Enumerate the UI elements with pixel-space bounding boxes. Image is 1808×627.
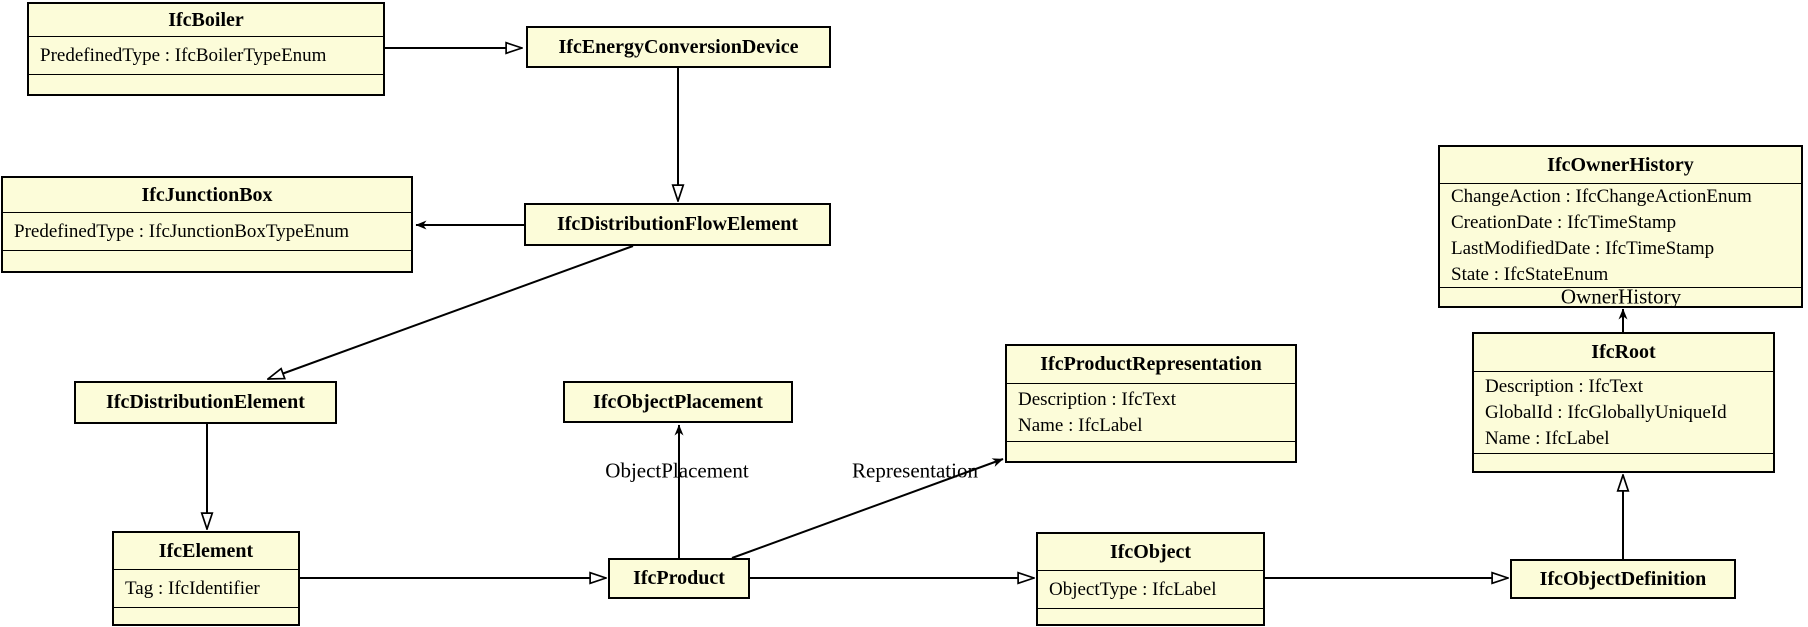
class-ifcdistributionelement: IfcDistributionElement [74,381,337,424]
class-attribute: Tag : IfcIdentifier [125,577,260,599]
empty-compartment [1474,454,1773,471]
empty-compartment [1038,609,1263,624]
class-ifcroot: IfcRoot Description : IfcText GlobalId :… [1472,332,1775,473]
edge-label-representation: Representation [852,458,978,483]
class-ifcobjectdefinition: IfcObjectDefinition [1510,559,1736,599]
class-title: IfcProductRepresentation [1007,346,1295,384]
empty-compartment [3,251,411,271]
class-ifcjunctionbox: IfcJunctionBox PredefinedType : IfcJunct… [1,176,413,273]
class-attribute: PredefinedType : IfcBoilerTypeEnum [40,44,327,66]
class-ifcobjectplacement: IfcObjectPlacement [563,381,793,423]
class-attribute: Name : IfcLabel [1485,427,1610,449]
class-ifcelement: IfcElement Tag : IfcIdentifier [112,531,300,626]
class-attribute: State : IfcStateEnum [1451,263,1609,285]
class-title: IfcProduct [633,567,725,589]
class-ifcobject: IfcObject ObjectType : IfcLabel [1036,532,1265,626]
class-title: IfcObjectPlacement [593,390,763,413]
class-title: IfcBoiler [29,4,383,37]
class-title: IfcOwnerHistory [1440,147,1801,184]
class-attribute: GlobalId : IfcGloballyUniqueId [1485,401,1727,423]
empty-compartment [114,608,298,624]
edge-label-objectplacement: ObjectPlacement [605,458,749,483]
class-attribute: CreationDate : IfcTimeStamp [1451,211,1677,233]
class-title: IfcDistributionFlowElement [556,213,799,235]
class-attribute: Name : IfcLabel [1018,414,1143,436]
empty-compartment [29,75,383,94]
empty-compartment [1007,442,1295,461]
class-ifcenergyconversiondevice: IfcEnergyConversionDevice [526,26,831,68]
class-title: IfcObjectDefinition [1539,567,1707,590]
class-title: IfcDistributionElement [106,391,305,413]
class-ifcdistributionflowelement: IfcDistributionFlowElement [524,203,831,246]
class-attribute: ChangeAction : IfcChangeActionEnum [1451,185,1752,207]
class-attribute: PredefinedType : IfcJunctionBoxTypeEnum [14,220,350,242]
edge-ifcdistributionflowelement-to-ifcdistributionelement [268,245,634,380]
class-ifcproductrepresentation: IfcProductRepresentation Description : I… [1005,344,1297,463]
edge-label-ownerhistory: OwnerHistory [1560,284,1682,309]
class-attribute: Description : IfcText [1485,375,1644,397]
class-title: IfcJunctionBox [3,178,411,213]
class-attribute: ObjectType : IfcLabel [1049,578,1217,600]
edge-ifcproduct-to-ifcproductrepresentation [731,458,1004,559]
class-attribute: LastModifiedDate : IfcTimeStamp [1451,237,1715,259]
class-ifcownerhistory: IfcOwnerHistory ChangeAction : IfcChange… [1438,145,1803,308]
class-title: IfcElement [114,533,298,570]
class-title: IfcObject [1038,534,1263,571]
class-ifcboiler: IfcBoiler PredefinedType : IfcBoilerType… [27,2,385,96]
class-title: IfcRoot [1474,334,1773,372]
class-attribute: Description : IfcText [1018,388,1177,410]
class-ifcproduct: IfcProduct [608,558,750,599]
class-title: IfcEnergyConversionDevice [558,35,799,58]
